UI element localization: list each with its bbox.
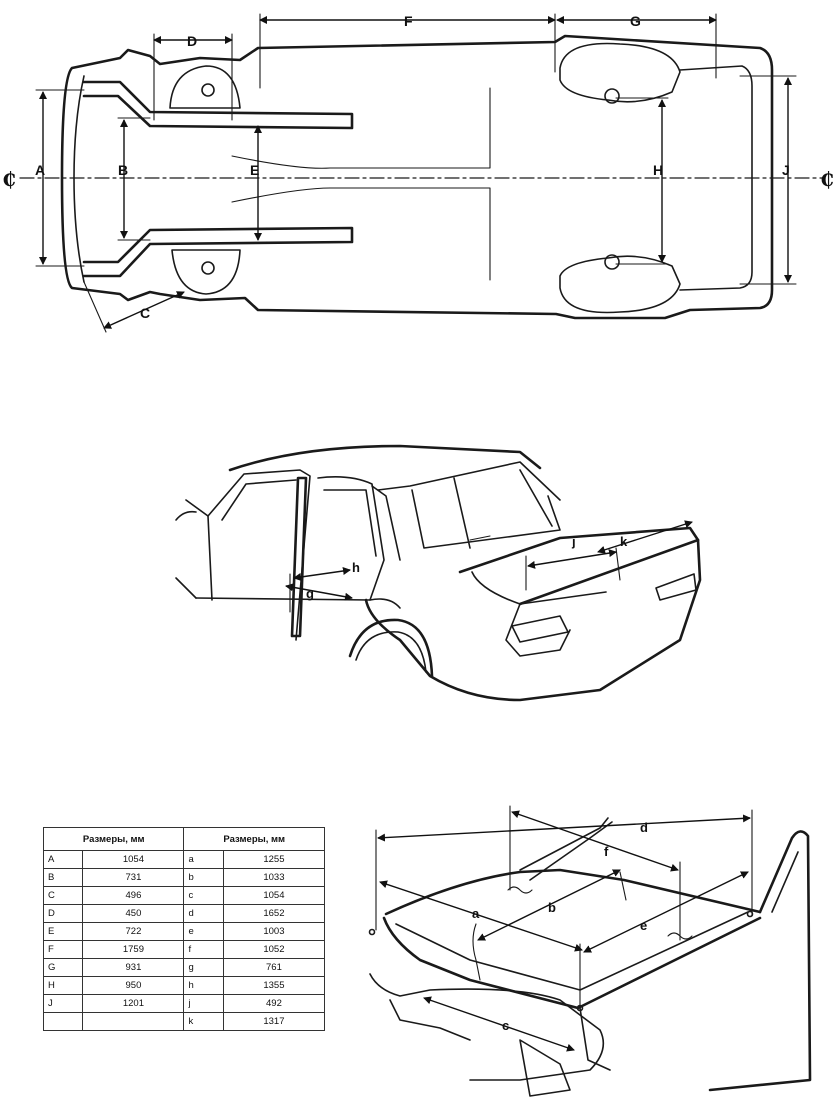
dim-key: A <box>42 850 84 869</box>
dim-key: E <box>42 922 84 941</box>
dim-value: 1054 <box>222 886 326 905</box>
label-D: D <box>187 33 197 49</box>
label-E: E <box>250 162 259 178</box>
dim-key: F <box>42 940 84 959</box>
front-inner-outline <box>73 75 85 283</box>
dim-key: e <box>183 922 224 941</box>
dim-value: 1652 <box>222 904 326 923</box>
dim-value: 931 <box>82 958 185 977</box>
label-b: b <box>548 900 556 915</box>
dim-key: H <box>42 976 84 995</box>
label-F: F <box>404 13 413 29</box>
front-rail-lower <box>82 226 354 278</box>
table-header-left: Размеры, мм <box>42 827 185 851</box>
dim-value: 1355 <box>222 976 326 995</box>
body-side-view: h g j k <box>175 444 702 702</box>
front-tower-lower <box>171 249 241 295</box>
mount-point-lower <box>604 254 620 270</box>
tower-hole-lower <box>201 261 215 275</box>
label-C: C <box>140 305 150 321</box>
table-header-right: Размеры, мм <box>183 827 325 851</box>
dim-key: J <box>42 994 84 1013</box>
dim-value: 1033 <box>222 868 326 887</box>
dim-key: h <box>183 976 224 995</box>
label-g: g <box>306 586 314 601</box>
dim-key: k <box>183 1012 224 1031</box>
centerline-symbol-right: ₵ <box>820 167 834 191</box>
dim-value: 1759 <box>82 940 185 959</box>
dim-value: 1003 <box>222 922 326 941</box>
dim-key: D <box>42 904 84 923</box>
dim-value: 1201 <box>82 994 185 1013</box>
dim-value <box>82 1012 185 1031</box>
dim-key: f <box>183 940 224 959</box>
label-h: h <box>352 560 360 575</box>
label-J: J <box>782 162 790 178</box>
dim-value: 1317 <box>222 1012 326 1031</box>
label-c: c <box>502 1018 509 1033</box>
dim-value: 1054 <box>82 850 185 869</box>
table-header-row: Размеры, мм Размеры, мм <box>42 827 325 851</box>
dim-key: C <box>42 886 84 905</box>
dim-value: 722 <box>82 922 185 941</box>
dim-value: 492 <box>222 994 326 1013</box>
dim-value: 761 <box>222 958 326 977</box>
centerline-symbol-left: ₵ <box>2 167 16 191</box>
dim-value: 950 <box>82 976 185 995</box>
dim-key: b <box>183 868 224 887</box>
label-a: a <box>472 906 480 921</box>
dim-key <box>42 1012 84 1031</box>
dim-value: 731 <box>82 868 185 887</box>
tower-hole-upper <box>201 83 215 97</box>
label-H: H <box>653 162 663 178</box>
rear-wheel-arch-upper <box>559 42 681 103</box>
floor-tunnel <box>231 87 491 281</box>
front-tower-upper <box>169 65 241 109</box>
label-f: f <box>604 844 609 859</box>
label-G: G <box>630 13 641 29</box>
label-j: j <box>571 534 576 549</box>
dim-key: c <box>183 886 224 905</box>
trunk-opening-view: d f a b e c <box>368 805 812 1097</box>
dim-key: a <box>183 850 224 869</box>
dim-key: d <box>183 904 224 923</box>
front-rail-upper <box>82 80 354 130</box>
label-A: A <box>35 162 45 178</box>
dim-key: j <box>183 994 224 1013</box>
dim-key: B <box>42 868 84 887</box>
dim-value: 496 <box>82 886 185 905</box>
rear-inner-outline <box>679 65 753 291</box>
label-k: k <box>620 534 628 549</box>
rear-wheel-arch-lower <box>559 255 681 314</box>
label-B: B <box>118 162 128 178</box>
underbody-outline <box>60 34 774 320</box>
mount-point-upper <box>604 88 620 104</box>
label-d: d <box>640 820 648 835</box>
dim-key: g <box>183 958 224 977</box>
dim-key: G <box>42 958 84 977</box>
dim-value: 1255 <box>222 850 326 869</box>
dim-value: 1052 <box>222 940 326 959</box>
dim-value: 450 <box>82 904 185 923</box>
label-e: e <box>640 918 647 933</box>
